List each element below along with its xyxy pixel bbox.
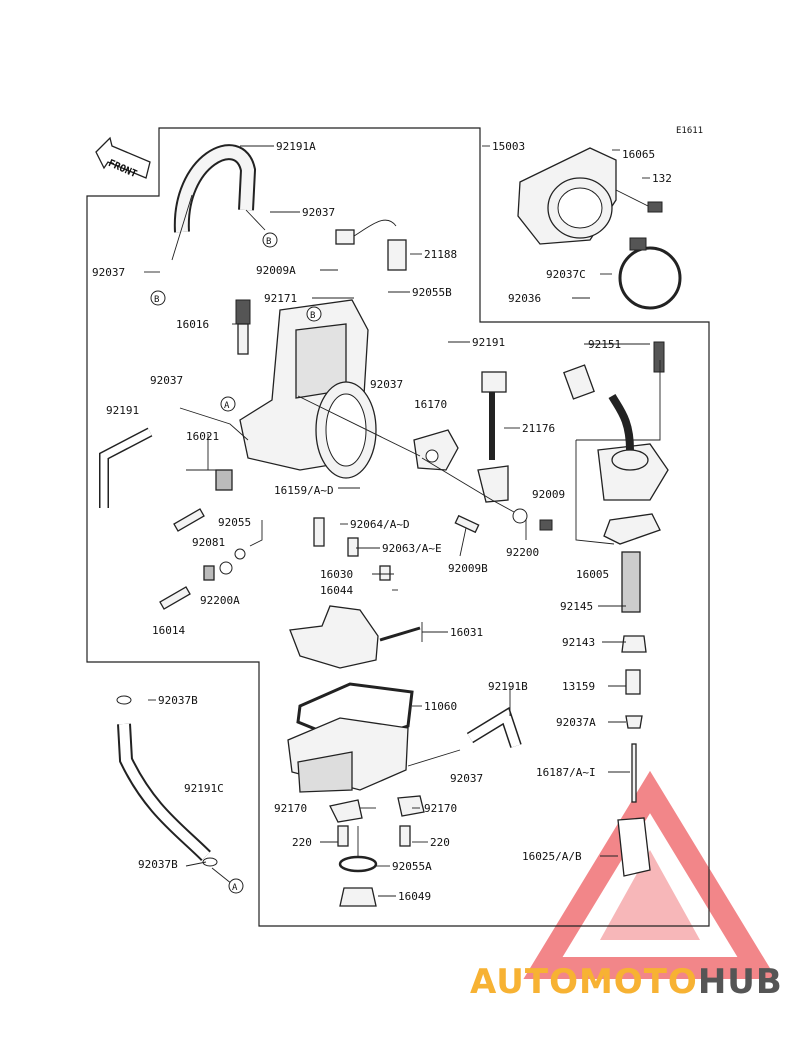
part-label: 92037B — [138, 858, 178, 871]
part-label: 16014 — [152, 624, 185, 637]
part-label: 220 — [292, 836, 312, 849]
front-arrow: FRONT — [95, 136, 151, 180]
frame-outline — [86, 127, 710, 927]
part-label: 92145 — [560, 600, 593, 613]
part-label: 92055A — [392, 860, 432, 873]
part-label: 16025/A/B — [522, 850, 582, 863]
vent-hose-92191-left — [99, 427, 153, 508]
part-label: 92037 — [302, 206, 335, 219]
part-label: 92055 — [218, 516, 251, 529]
part-label: 21188 — [424, 248, 457, 261]
diagram-code: E1611 — [676, 126, 703, 136]
part-label: 92009B — [448, 562, 488, 575]
part-label: 11060 — [424, 700, 457, 713]
part-label: 16170 — [414, 398, 447, 411]
part-label: 92037 — [450, 772, 483, 785]
part-label: 16065 — [622, 148, 655, 161]
float-bowl — [287, 682, 425, 907]
part-label: 16031 — [450, 626, 483, 639]
part-label: 92064/A~D — [350, 518, 410, 531]
part-label: 92009 — [532, 488, 565, 501]
part-label: 220 — [430, 836, 450, 849]
part-label: 92151 — [588, 338, 621, 351]
part-label: 92037 — [370, 378, 403, 391]
part-label: 92009A — [256, 264, 296, 277]
ref-marker-A: A — [232, 883, 238, 893]
throttle-sensor — [413, 371, 509, 503]
watermark-triangle — [523, 770, 777, 979]
part-label: 92037A — [556, 716, 596, 729]
part-label: 13159 — [562, 680, 595, 693]
part-label: 92170 — [424, 802, 457, 815]
sensor-21188 — [335, 219, 407, 271]
part-label: 15003 — [492, 140, 525, 153]
carburetor-body — [235, 299, 377, 479]
intake-manifold — [517, 147, 682, 310]
part-label: 92063/A~E — [382, 542, 442, 555]
watermark-text-part1: AUTOMOTO — [470, 962, 698, 1002]
part-label: 92200A — [200, 594, 240, 607]
part-label: 92170 — [274, 802, 307, 815]
jets-and-screws — [159, 469, 553, 610]
part-label: 92055B — [412, 286, 452, 299]
leader-lines — [144, 145, 661, 897]
part-label: 92036 — [508, 292, 541, 305]
part-label: 92037 — [150, 374, 183, 387]
part-label: 92191 — [472, 336, 505, 349]
part-label: 16016 — [176, 318, 209, 331]
part-label: 16030 — [320, 568, 353, 581]
ref-marker-B: B — [310, 311, 315, 321]
part-label: 92037B — [158, 694, 198, 707]
part-label: 16005 — [576, 568, 609, 581]
hose-92191B — [466, 706, 522, 748]
part-label: 92191A — [276, 140, 316, 153]
part-label: 16049 — [398, 890, 431, 903]
watermark-text-part2: HUB — [697, 962, 783, 1002]
part-label: 92191B — [488, 680, 528, 693]
part-label: 92200 — [506, 546, 539, 559]
part-label: 132 — [652, 172, 672, 185]
ref-marker-B: B — [154, 295, 159, 305]
part-label: 16044 — [320, 584, 353, 597]
part-label: 92037C — [546, 268, 586, 281]
part-label: 16159/A~D — [274, 484, 334, 497]
part-label: 16187/A~I — [536, 766, 596, 779]
ref-marker-B: B — [266, 237, 271, 247]
top-cover-assembly — [563, 341, 669, 877]
part-labels: E1611 92191A 15003 16065 132 92037 21188… — [92, 126, 703, 903]
part-label: 92143 — [562, 636, 595, 649]
part-label: 92191 — [106, 404, 139, 417]
hose-92191C — [116, 695, 218, 867]
reference-markers: B B B A A — [150, 232, 322, 894]
part-label: 92191C — [184, 782, 224, 795]
ref-marker-A: A — [224, 401, 230, 411]
watermark-logo: AUTOMOTOHUB — [470, 962, 783, 1002]
vent-hose-92191A — [171, 144, 266, 261]
part-label: 92171 — [264, 292, 297, 305]
part-label: 92081 — [192, 536, 225, 549]
part-label: 16021 — [186, 430, 219, 443]
float-16031 — [289, 605, 421, 669]
part-label: 21176 — [522, 422, 555, 435]
part-label: 92037 — [92, 266, 125, 279]
